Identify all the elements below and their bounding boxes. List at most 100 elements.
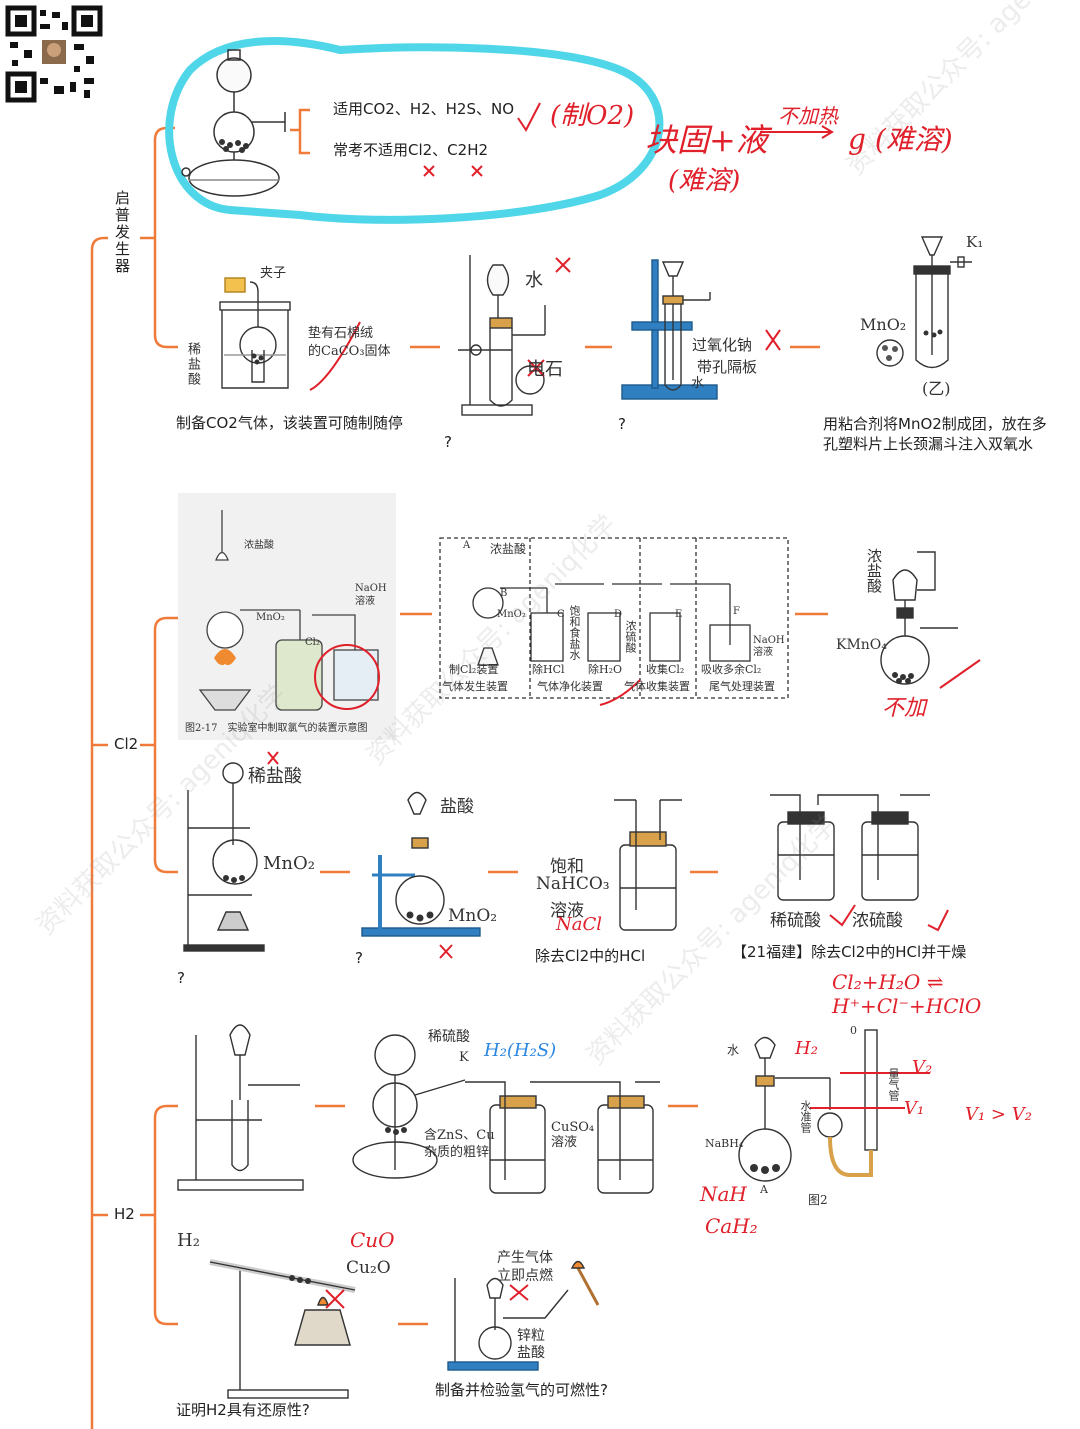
label-dilute-h2so4-2: 稀硫酸 — [428, 1029, 470, 1045]
annotation-no-heat-2: 不加 — [882, 696, 927, 721]
label-kmno4: KMnO₄ — [836, 637, 887, 653]
label-peroxide: 过氧化钠 — [692, 336, 753, 354]
annotation-nah: NaH — [700, 1182, 747, 1206]
branch-h2: H2 — [112, 1205, 137, 1223]
label-dilute-hcl: 稀盐酸 — [248, 766, 302, 787]
label-mno2-4: MnO₂ — [448, 906, 498, 926]
label-clamp: 夹子 — [260, 266, 287, 281]
label-level-tube: 水准管 — [799, 1100, 812, 1133]
qr-code-icon — [5, 5, 103, 103]
annotation-h2s: H₂(H₂S) — [484, 1040, 557, 1061]
gas-washing-bottle — [614, 799, 682, 931]
annotation-compare: V₁ > V₂ — [965, 1104, 1032, 1125]
label-conc-hcl-2: 浓盐酸 — [490, 542, 527, 556]
annotation-o2: (制O2) — [550, 101, 635, 131]
label-conc-hcl-3: 浓盐酸 — [865, 548, 883, 593]
label-mno2-2: MnO₂ — [497, 609, 526, 620]
caption-cl2-3: 除去Cl2中的HCl — [535, 947, 646, 965]
label-acid: 稀盐酸 — [185, 342, 200, 387]
branch-kipp: 启普发生器 — [110, 190, 135, 275]
caption-acetylene: ? — [444, 433, 452, 451]
h2-combustion-apparatus — [447, 1260, 600, 1371]
label-b: B — [500, 588, 508, 599]
mindmap-lines — [90, 108, 828, 1429]
label-fig2: 图2 — [808, 1193, 828, 1207]
annotation-rule: 块固+液 — [645, 121, 768, 159]
label-produce-gas: 产生气体 — [497, 1250, 553, 1266]
caption-h2-2: 制备并检验氢气的可燃性? — [435, 1381, 608, 1399]
two-washing-bottles — [770, 794, 930, 901]
caption-h2-1: 证明H2具有还原性? — [176, 1401, 310, 1419]
label-naoh: NaOH溶液 — [355, 583, 387, 607]
h2-test-tube-apparatus — [177, 1024, 304, 1191]
label-gas-tube: 量气管 — [887, 1068, 900, 1101]
label-f: F — [733, 606, 740, 617]
step-1: 制Cl₂装置 — [449, 663, 499, 676]
label-nahco3: NaHCO₃ — [536, 874, 610, 894]
label-solution: 溶液 — [550, 901, 584, 921]
label-d: D — [614, 609, 623, 620]
label-water2: 水 — [691, 376, 705, 391]
label-carbide: 电石 — [527, 359, 563, 380]
label-cuso4: CuSO₄溶液 — [551, 1120, 595, 1150]
label-a: A — [463, 540, 471, 551]
label-conc-h2so4: 浓硫酸 — [624, 620, 637, 653]
label-mno2-3: MnO₂ — [263, 853, 315, 874]
red-annotations — [267, 102, 981, 1309]
annotation-nacl: NaCl — [556, 914, 603, 935]
label-hcl: 盐酸 — [440, 797, 474, 817]
label-cl2-fig: Cl₂ — [305, 637, 320, 648]
label-water: 水 — [525, 270, 543, 291]
label-water-3: 水 — [727, 1043, 740, 1057]
kmno4-generator — [880, 551, 958, 685]
annotation-gas: g (难溶) — [848, 123, 953, 156]
label-zinc-1: 含ZnS、Cu — [424, 1128, 495, 1143]
label-yi: (乙) — [922, 379, 951, 398]
section-3: 气体收集装置 — [624, 680, 690, 693]
label-k1: K₁ — [966, 233, 984, 251]
annotation-cah2: CaH₂ — [705, 1214, 758, 1238]
label-h2: H₂ — [177, 1230, 200, 1251]
annotation-solubility: (难溶) — [668, 166, 741, 196]
kipp-not-suitable-text: 常考不适用Cl2、C2H2 — [333, 141, 489, 159]
kipp-generator — [181, 49, 286, 197]
label-sat-nacl: 饱和食盐水 — [568, 605, 581, 660]
caption-cl2-2: ? — [355, 949, 363, 967]
label-hcl-2: 盐酸 — [517, 1345, 545, 1361]
peroxide-generator — [621, 259, 718, 400]
label-e: E — [675, 609, 683, 620]
step-4: 收集Cl₂ — [646, 663, 685, 676]
caption-co2: 制备CO2气体，该装置可随制随停 — [176, 414, 403, 432]
caption-peroxide: ? — [618, 415, 626, 433]
caption-cl2-1: ? — [177, 969, 185, 987]
label-mno2-fig: MnO₂ — [256, 612, 285, 623]
label-conc-hcl: 浓盐酸 — [244, 540, 274, 551]
section-1: 气体发生装置 — [442, 680, 508, 693]
annotation-v2: V₂ — [912, 1057, 933, 1078]
section-2: 气体净化装置 — [537, 680, 603, 693]
label-cu2o: Cu₂O — [346, 1258, 391, 1278]
flask-hcl-apparatus — [361, 791, 481, 937]
step-2: 除HCl — [532, 663, 565, 676]
label-plate: 带孔隔板 — [697, 358, 758, 376]
chlorine-schematic — [439, 537, 789, 699]
step-3: 除H₂O — [588, 663, 623, 676]
chlorine-textbook-figure — [178, 493, 396, 740]
branch-cl2: Cl2 — [112, 735, 141, 753]
mno2-generator — [876, 236, 972, 369]
label-naoh-2: NaOH溶液 — [753, 635, 785, 658]
caption-cl2-4: 【21福建】除去Cl2中的HCl并干燥 — [732, 943, 967, 961]
label-k: K — [459, 1050, 469, 1065]
label-a-2: A — [760, 1183, 768, 1196]
annotation-no-heat: 不加热 — [778, 104, 838, 128]
label-zero: 0 — [850, 1024, 857, 1037]
h2-kipp-and-bottles — [352, 1034, 660, 1194]
caption-mno2: 用粘合剂将MnO2制成团，放在多孔塑料片上长颈漏斗注入双氧水 — [823, 415, 1047, 453]
label-c: C — [557, 609, 565, 620]
label-zinc: 锌粒 — [517, 1328, 545, 1344]
label-solid-2: 的CaCO₃固体 — [308, 344, 391, 359]
kipp-suitable-text: 适用CO2、H2、H2S、NO — [333, 100, 515, 118]
figure-caption: 图2-17 实验室中制取氯气的装置示意图 — [185, 723, 368, 734]
label-solid-1: 垫有石棉绒 — [308, 326, 374, 341]
